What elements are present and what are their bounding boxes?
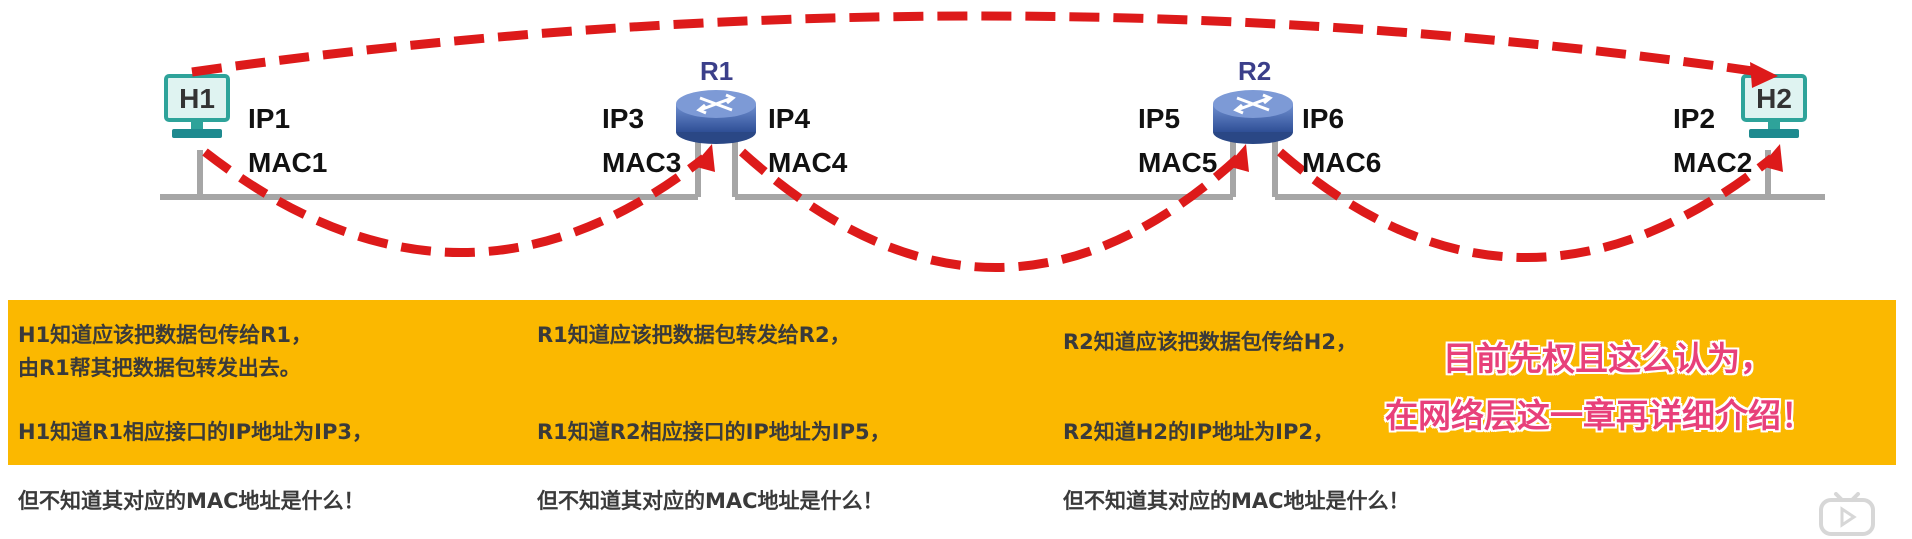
h2-ip-label: IP2 <box>1673 103 1716 134</box>
host-h2-name: H2 <box>1756 83 1792 114</box>
r2-left-ip-label: IP5 <box>1138 103 1181 134</box>
explanation-band <box>8 300 1896 465</box>
arrowheads <box>693 62 1783 172</box>
panel-1-line-3: H1知道R1相应接口的IP地址为IP3， <box>18 420 373 444</box>
panel-3-line-4: 但不知道其对应的MAC地址是什么！ <box>1063 489 1410 513</box>
r1-right-ip-label: IP4 <box>768 103 811 134</box>
arrowhead-r2 <box>1227 144 1249 172</box>
network-diagram: H1 H2 <box>160 11 1825 272</box>
r1-left-ip-label: IP3 <box>602 103 645 134</box>
h2-mac-label: MAC2 <box>1673 147 1753 178</box>
panel-2-line-4: 但不知道其对应的MAC地址是什么！ <box>537 489 884 513</box>
panel-2-line-1: R1知道应该把数据包转发给R2， <box>537 323 851 347</box>
router-r2-name: R2 <box>1238 56 1272 86</box>
play-icon[interactable] <box>1818 492 1876 536</box>
note-line-2: 在网络层这一章再详细介绍！ <box>1385 396 1814 435</box>
host-h1-name: H1 <box>179 83 215 114</box>
arrowhead-h2-top <box>1750 62 1778 88</box>
arrowhead-h2-bottom <box>1761 144 1783 172</box>
r1-left-mac-label: MAC3 <box>602 147 682 178</box>
host-h2-icon: H2 <box>1741 74 1807 138</box>
panel-1-line-4: 但不知道其对应的MAC地址是什么！ <box>18 489 365 513</box>
arrowhead-r1 <box>693 144 715 172</box>
arrow-r2-to-h2 <box>1277 148 1775 262</box>
note-line-1: 目前先权且这么认为， <box>1443 339 1773 378</box>
link-lines <box>160 140 1825 200</box>
arrow-r1-to-r2 <box>738 148 1242 272</box>
h1-mac-label: MAC1 <box>248 147 328 178</box>
arrow-h1-to-h2 <box>191 11 1761 77</box>
host-h1-icon: H1 <box>164 74 230 138</box>
router-r1-icon <box>676 90 756 144</box>
h1-ip-label: IP1 <box>248 103 291 134</box>
r2-right-mac-label: MAC6 <box>1302 147 1382 178</box>
r1-right-mac-label: MAC4 <box>768 147 848 178</box>
r2-right-ip-label: IP6 <box>1302 103 1345 134</box>
router-r2-icon <box>1213 90 1293 144</box>
panel-1-line-1: H1知道应该把数据包传给R1， <box>18 323 312 347</box>
panel-3-line-3: R2知道H2的IP地址为IP2， <box>1063 420 1334 444</box>
router-r1-name: R1 <box>700 56 734 86</box>
panel-2-line-3: R1知道R2相应接口的IP地址为IP5， <box>537 420 891 444</box>
dashed-arrows <box>191 11 1775 272</box>
panel-3-line-1: R2知道应该把数据包传给H2， <box>1063 330 1357 354</box>
r2-left-mac-label: MAC5 <box>1138 147 1218 178</box>
arrow-h1-to-r1 <box>202 148 707 257</box>
panel-1-line-2: 由R1帮其把数据包转发出去。 <box>18 356 301 380</box>
